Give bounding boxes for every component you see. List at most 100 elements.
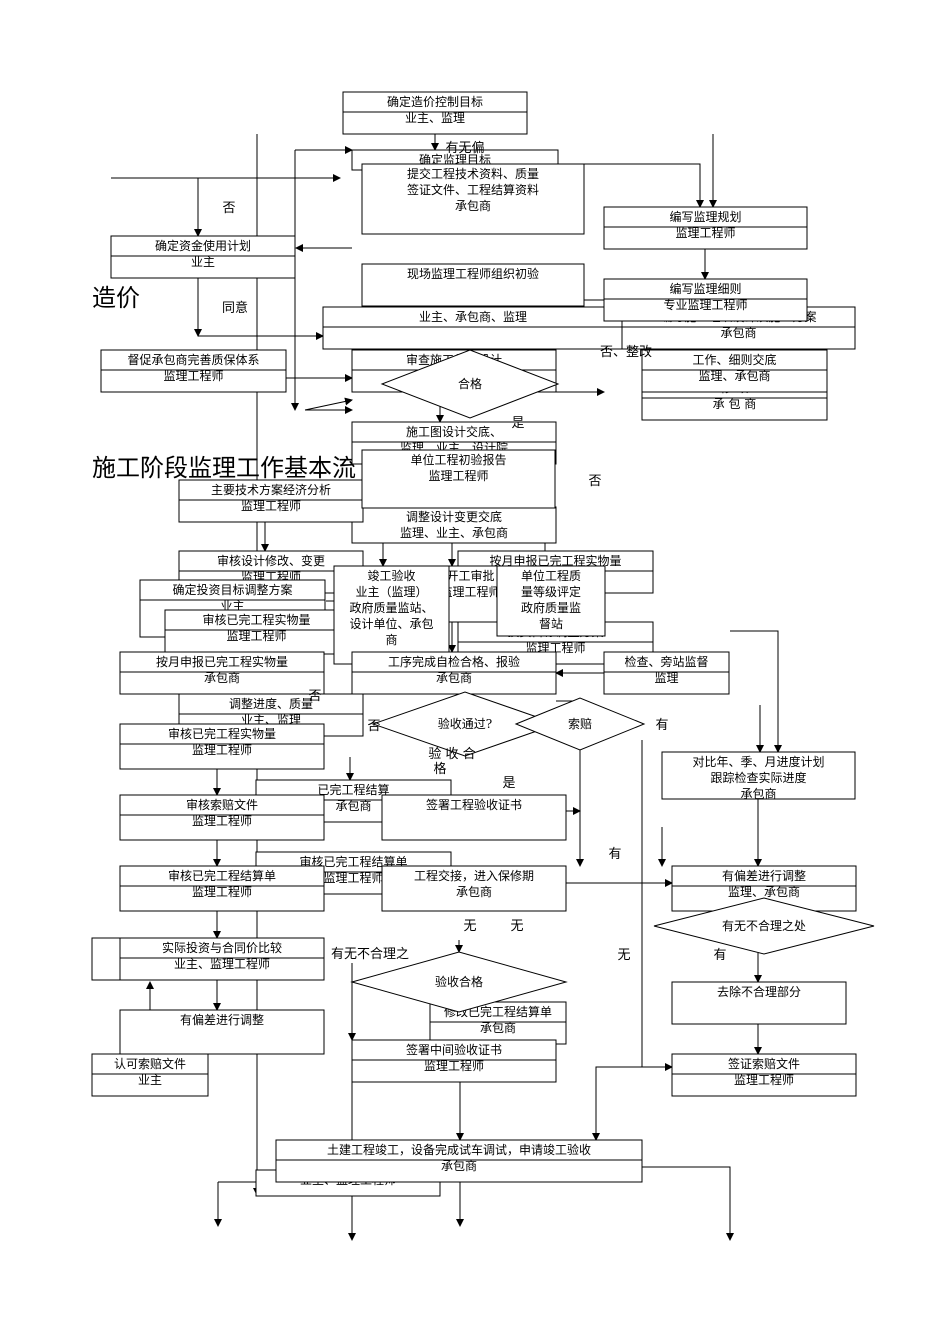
flow-label-you1: 有 [655, 718, 668, 733]
box-label: 工序完成自检合格、报验 [388, 654, 520, 669]
box-label: 签署工程验收证书 [426, 797, 522, 812]
box-label: 监理、承包商 [728, 884, 800, 899]
box-jjfx [178, 479, 364, 523]
box-label: 单位工程初验报告 [410, 452, 506, 467]
connector-48 [642, 1166, 734, 1241]
box-label: 监理工程师 [440, 584, 500, 599]
box-dwpd [496, 565, 606, 637]
box-dwcy [361, 449, 556, 509]
box-label: 督促承包商完善质保体系 [127, 352, 259, 367]
box-label: 认可索赔文件 [114, 1056, 186, 1071]
flow-label-tongyi: 同意 [222, 300, 248, 316]
box-label: 检查、旁站监督 [624, 654, 708, 669]
box-label: 去除不合理部分 [717, 984, 801, 999]
box-label: 承 包 商 [713, 396, 757, 411]
flow-label-wu2: 无 [510, 919, 523, 934]
box-label: 签证文件、工程结算资料 [407, 182, 539, 197]
decision-label: 验收通过? [438, 716, 492, 731]
flow-label-fou2: 否 [588, 474, 601, 489]
decision-label: 有无不合理之处 [722, 918, 806, 933]
box-label: 监理、承包商 [698, 368, 770, 383]
decision-sp [514, 697, 646, 751]
box-label: 业主（监理） [355, 585, 427, 599]
diagram-title: 造价 [92, 284, 140, 312]
box-label: 审核已完工程结算单 [299, 854, 407, 869]
box-jcpz [603, 651, 730, 695]
box-tjzl [361, 163, 585, 235]
box-label: 监理工程师 [428, 468, 488, 483]
box-label: 监理工程师 [323, 870, 383, 885]
box-label: 承包商 [740, 786, 776, 801]
flow-label-wu3: 无 [463, 919, 476, 934]
box-qsys [381, 794, 567, 841]
box-label: 实际投资与合同价比较 [162, 940, 282, 955]
box-yzcb [322, 306, 624, 350]
flow-label-youwu2: 有无不合理之 [331, 947, 409, 962]
box-qcbf [671, 981, 847, 1025]
box-label: 承包商 [335, 798, 371, 813]
box-jgys [333, 565, 450, 665]
box-label: 监理工程师 [424, 1058, 484, 1073]
box-label: 审核已完工程实物量 [168, 726, 276, 741]
box-label: 承包商 [436, 670, 472, 685]
connector-44 [592, 1066, 672, 1141]
box-shsp [119, 794, 325, 841]
box-label: 监理工程师 [163, 368, 223, 383]
box-label: 审核已完工程结算单 [168, 868, 276, 883]
box-label: 工作、细则交底 [692, 352, 776, 367]
box-label: 编写监理细则 [669, 281, 741, 296]
connector-37 [730, 630, 782, 753]
box-dbjd [661, 751, 856, 800]
connector-53 [641, 740, 673, 1071]
decision-label: 验收合格 [435, 974, 483, 989]
box-label: 提交工程技术资料、质量 [407, 166, 539, 181]
flow-label-wu1: 无 [617, 948, 630, 963]
box-label: 承包商 [204, 670, 240, 685]
box-label: 承包商 [480, 1020, 516, 1035]
box-label: 监理工程师 [241, 498, 301, 513]
box-label: 商 [385, 632, 397, 647]
box-label: 签署中间验收证书 [406, 1042, 502, 1057]
box-label: 业主 [191, 255, 215, 269]
box-label: 业主、监理工程师 [174, 956, 270, 971]
flow-label-fou3: 否 [308, 689, 321, 704]
flow-label-shi1: 是 [511, 416, 524, 431]
box-label: 现场监理工程师组织初验 [407, 266, 539, 281]
box-jdjd [641, 349, 828, 393]
box-label: 确定投资目标调整方案 [172, 582, 292, 597]
flow-label-fou4: 否 [367, 719, 380, 734]
box-label: 承包商 [455, 198, 491, 213]
box-label: 主要技术方案经济分析 [211, 482, 331, 497]
box-tjsj [351, 506, 557, 544]
decision-hg [380, 349, 560, 419]
box-label: 有偏差进行调整 [180, 1012, 264, 1027]
decision-label: 索赔 [568, 716, 592, 731]
box-label: 确定资金使用计划 [155, 238, 251, 253]
box-dczb [100, 349, 287, 393]
flow-label-yanshou: 验 收 合 [428, 746, 475, 762]
box-label: 开工审批 [446, 568, 494, 583]
box-label: 监理工程师 [192, 884, 252, 899]
diagram-subtitle: 施工阶段监理工作基本流 [92, 454, 356, 482]
box-label: 政府质量监站、 [349, 600, 433, 615]
box-jlgh [603, 206, 808, 250]
box-zjkz [342, 91, 528, 135]
box-label: 政府质量监 [521, 600, 581, 615]
box-label: 监理工程师 [675, 225, 735, 240]
flow-label-ge: 格 [433, 761, 446, 777]
flow-label-fou-zhenggai: 否、整改 [600, 345, 652, 360]
box-xczy [361, 263, 585, 307]
box-rksp [91, 1053, 209, 1097]
box-label: 调整进度、质量 [229, 696, 313, 711]
box-label: 审核索赔文件 [186, 797, 258, 812]
box-label: 承包商 [720, 325, 756, 340]
flow-label-youwu: 有无偏 [445, 141, 484, 156]
flow-label-fou1: 否 [222, 201, 235, 216]
box-label: 监理工程师 [192, 813, 252, 828]
decision-bhl [653, 897, 875, 955]
box-label: 按月申报已完工程实物量 [489, 553, 621, 568]
box-label: 承包商 [456, 884, 492, 899]
box-label: 设计单位、承包 [349, 616, 433, 631]
box-label: 土建工程竣工，设备完成试车调试，申请竣工验收 [327, 1142, 591, 1157]
